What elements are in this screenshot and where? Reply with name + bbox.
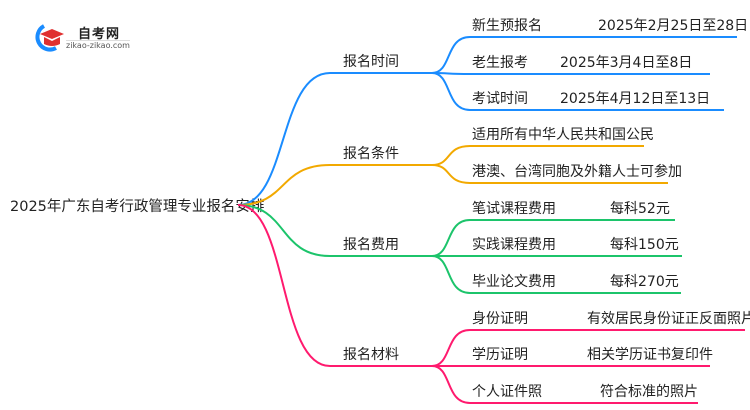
- leaf-name: 个人证件照: [472, 384, 542, 400]
- logo-title: 自考网: [78, 27, 121, 42]
- leaf-name: 适用所有中华人民共和国公民: [472, 127, 654, 143]
- leaf-connector: [431, 219, 675, 257]
- logo-url: zikao-zikao.com: [66, 40, 130, 50]
- leaf-value: 每科270元: [610, 274, 679, 290]
- branch-connector: [237, 164, 432, 206]
- leaf-name: 港澳、台湾同胞及外籍人士可参加: [472, 163, 682, 180]
- leaf-name: 实践课程费用: [472, 237, 556, 253]
- branch-connector: [237, 72, 432, 206]
- logo-icon: [35, 24, 64, 52]
- branch-label-2: 报名费用: [343, 237, 399, 253]
- branch-label-0: 报名时间: [343, 54, 399, 70]
- leaf-connector: [431, 36, 737, 74]
- leaf-name: 新生预报名: [472, 18, 542, 34]
- leaf-connector: [431, 72, 724, 111]
- leaf-value: 每科52元: [610, 201, 670, 217]
- leaf-value: 有效居民身份证正反面照片: [587, 311, 750, 327]
- branch-label-1: 报名条件: [343, 145, 399, 162]
- leaf-connector: [431, 329, 745, 367]
- leaf-name: 笔试课程费用: [472, 201, 556, 217]
- leaf-value: 相关学历证书复印件: [587, 346, 713, 363]
- leaf-connector: [431, 365, 698, 404]
- leaf-name: 毕业论文费用: [472, 274, 556, 290]
- leaf-name: 身份证明: [472, 311, 528, 327]
- branch-connector: [237, 204, 432, 367]
- root-topic: 2025年广东自考行政管理专业报名安排: [10, 198, 264, 215]
- leaf-value: 2025年2月25日至28日: [598, 18, 748, 34]
- leaf-value: 每科150元: [610, 237, 679, 253]
- leaf-name: 老生报考: [472, 55, 528, 71]
- leaf-connector: [431, 255, 681, 294]
- leaf-value: 2025年4月12日至13日: [560, 91, 710, 107]
- leaf-value: 2025年3月4日至8日: [560, 55, 692, 71]
- leaf-connector: [431, 164, 668, 184]
- logo: 自考网 zikao-zikao.com: [30, 22, 140, 52]
- leaf-value: 符合标准的照片: [600, 384, 698, 400]
- leaf-connector: [431, 72, 710, 75]
- branch-connector: [237, 204, 432, 257]
- leaf-connector: [431, 145, 644, 166]
- branch-label-3: 报名材料: [343, 347, 399, 363]
- leaf-name: 学历证明: [472, 347, 528, 363]
- leaf-name: 考试时间: [472, 91, 528, 107]
